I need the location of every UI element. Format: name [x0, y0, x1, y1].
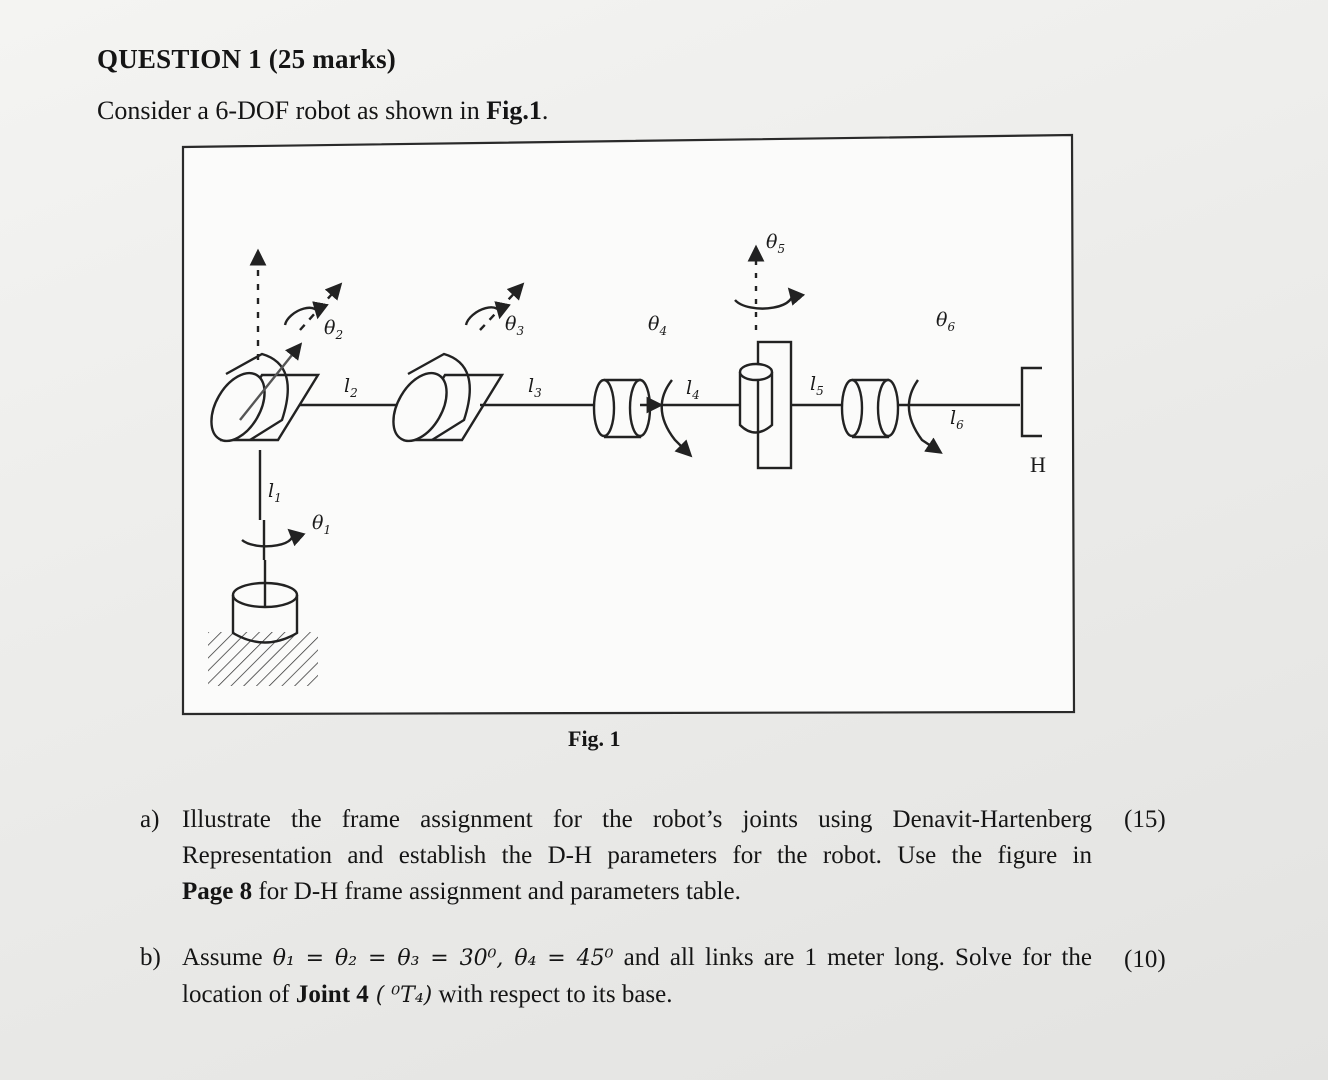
- part-a-page-ref: Page 8: [182, 878, 253, 905]
- part-b-text: Assume θ₁ = θ₂ = θ₃ = 30⁰, θ₄ = 45⁰ and …: [182, 940, 1092, 1014]
- intro-figure-ref: Fig.1: [486, 96, 542, 125]
- label-l2: l2: [344, 375, 358, 400]
- label-l3: l3: [528, 375, 542, 400]
- label-l1: l1: [268, 480, 282, 505]
- part-a-line1: Illustrate the frame assignment for the …: [182, 806, 1092, 833]
- figure-frame: [181, 133, 1076, 716]
- ground-base: [208, 560, 318, 686]
- part-b-label: b): [140, 944, 161, 971]
- intro-text: Consider a 6-DOF robot as shown in: [97, 96, 487, 125]
- label-theta2: θ2: [324, 317, 343, 342]
- part-b-transform: ( ⁰T₄): [368, 983, 433, 1008]
- part-a-label: a): [140, 806, 160, 833]
- label-theta3: θ3: [505, 313, 524, 338]
- label-hand: H: [1030, 452, 1046, 477]
- joint3: [392, 282, 525, 443]
- part-a-line2: Representation and establish the D-H par…: [182, 842, 1092, 869]
- part-b-joint-angles: θ₁ = θ₂ = θ₃ = 30⁰, θ₄ = 45⁰: [272, 946, 614, 971]
- part-a-text: Illustrate the frame assignment for the …: [182, 802, 1092, 910]
- gripper: [1020, 366, 1042, 438]
- label-l4: l4: [686, 377, 700, 402]
- part-b-line2-suffix: with respect to its base.: [432, 981, 673, 1008]
- part-b-line1: Assume θ₁ = θ₂ = θ₃ = 30⁰, θ₄ = 45⁰ and …: [182, 940, 1092, 977]
- label-theta6: θ6: [936, 309, 955, 334]
- label-l5: l5: [810, 373, 824, 398]
- figure-caption: Fig. 1: [568, 726, 621, 751]
- label-l6: l6: [950, 407, 964, 432]
- part-b-line2-prefix: location of: [182, 981, 296, 1008]
- part-b-line1-rest: and all links are 1 meter long. Solve fo…: [613, 944, 1092, 971]
- part-a-line3: Page 8 for D-H frame assignment and para…: [182, 874, 1092, 910]
- question-title: QUESTION 1 (25 marks): [97, 44, 396, 74]
- part-b-joint4: Joint 4: [295, 981, 369, 1008]
- joint2: [210, 282, 343, 443]
- joint1-rotation: [241, 520, 306, 560]
- joint6: [840, 378, 943, 454]
- part-b-line2: location of Joint 4 ( ⁰T₄) with respect …: [182, 977, 1092, 1014]
- label-theta1: θ1: [312, 512, 331, 537]
- part-b-assume: Assume: [182, 944, 273, 971]
- label-theta4: θ4: [648, 313, 667, 338]
- intro-period: .: [541, 96, 549, 125]
- part-a-marks: (15): [1124, 806, 1166, 833]
- label-theta5: θ5: [766, 231, 785, 256]
- part-b-marks: (10): [1124, 946, 1166, 973]
- question-intro: Consider a 6-DOF robot as shown in Fig.1…: [97, 96, 548, 126]
- part-a-line3-rest: for D-H frame assignment and parameters …: [252, 878, 741, 905]
